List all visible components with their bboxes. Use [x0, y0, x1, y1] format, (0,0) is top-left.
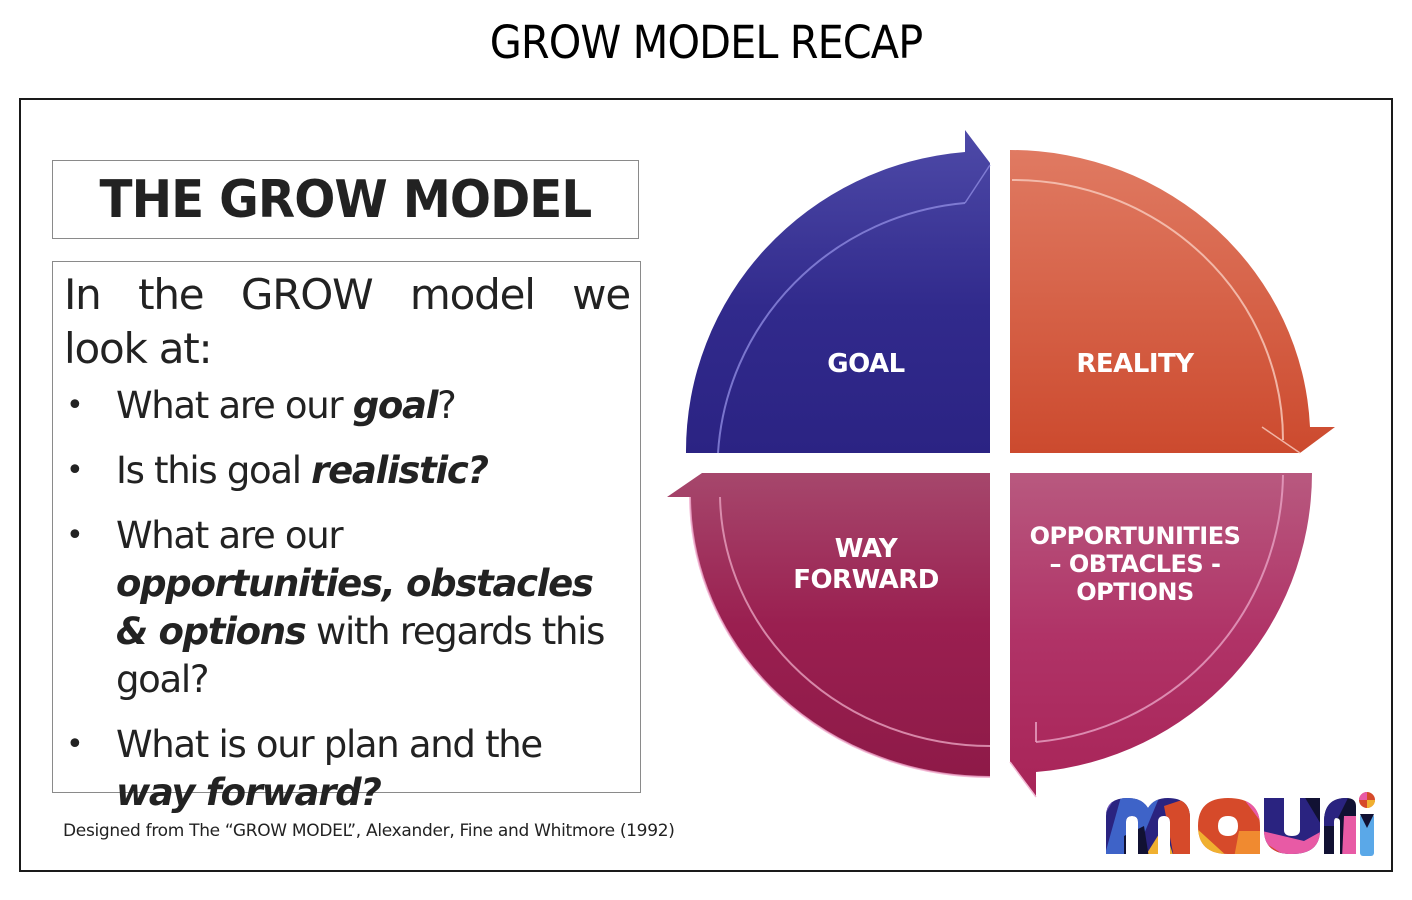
- label-goal: GOAL: [827, 349, 904, 379]
- bullet-icon: •: [66, 388, 84, 423]
- question-emphasis: opportunities, obstacles & options: [116, 562, 594, 653]
- question-text: What is our plan and the: [116, 723, 543, 766]
- question-text: What are our: [116, 384, 353, 427]
- logo-letter-m: [1106, 798, 1190, 854]
- intro-line-1: In the GROW model we: [64, 268, 631, 322]
- question-item: • What is our plan and the way forward?: [64, 721, 630, 817]
- intro-paragraph: In the GROW model we look at:: [64, 268, 631, 376]
- source-credit: Designed from The “GROW MODEL”, Alexande…: [63, 821, 675, 841]
- question-list: • What are our goal? • Is this goal real…: [64, 382, 630, 817]
- quadrant-opportunities: OPPORTUNITIES – OBTACLES - OPTIONS: [1009, 473, 1312, 798]
- bullet-icon: •: [66, 453, 84, 488]
- label-opportunities-line1: OPPORTUNITIES: [1030, 522, 1241, 550]
- intro-word: GROW: [240, 270, 374, 319]
- intro-word: we: [572, 270, 631, 319]
- logo-letter-i: [1359, 792, 1375, 856]
- question-emphasis: goal: [352, 384, 439, 427]
- logo-letter-a: [1198, 798, 1260, 854]
- quadrant-goal: GOAL: [685, 130, 991, 454]
- bullet-icon: •: [66, 518, 84, 553]
- label-opportunities-line3: OPTIONS: [1076, 578, 1194, 606]
- intro-word: In: [64, 270, 102, 319]
- model-title: THE GROW MODEL: [99, 169, 593, 230]
- intro-word: the: [138, 270, 205, 319]
- label-way-forward-line1: WAY: [835, 534, 899, 564]
- quadrant-reality: REALITY: [1010, 149, 1335, 454]
- question-text: What are our: [116, 514, 344, 557]
- label-opportunities-line2: – OBTACLES -: [1049, 550, 1220, 578]
- question-emphasis: realistic?: [311, 449, 489, 492]
- intro-word: model: [409, 270, 536, 319]
- question-text: with regards this goal?: [116, 610, 605, 701]
- mauni-logo: [1106, 792, 1375, 856]
- question-emphasis: way forward?: [116, 771, 382, 814]
- question-text: ?: [437, 384, 457, 427]
- question-item: • What are our goal?: [64, 382, 630, 430]
- question-item: • Is this goal realistic?: [64, 447, 630, 495]
- bullet-icon: •: [66, 727, 84, 762]
- label-reality: REALITY: [1076, 349, 1195, 379]
- intro-line-2: look at:: [64, 324, 213, 373]
- quadrant-way-forward: WAY FORWARD: [667, 473, 991, 778]
- model-title-box: THE GROW MODEL: [52, 160, 639, 239]
- question-text: Is this goal: [116, 449, 312, 492]
- question-item: • What are our opportunities, obstacles …: [64, 512, 630, 704]
- label-way-forward-line2: FORWARD: [793, 565, 939, 595]
- page-title: GROW MODEL RECAP: [489, 16, 923, 69]
- logo-letter-n: [1324, 798, 1356, 854]
- logo-letter-u: [1264, 798, 1320, 854]
- body-text-box: In the GROW model we look at: • What are…: [52, 261, 641, 814]
